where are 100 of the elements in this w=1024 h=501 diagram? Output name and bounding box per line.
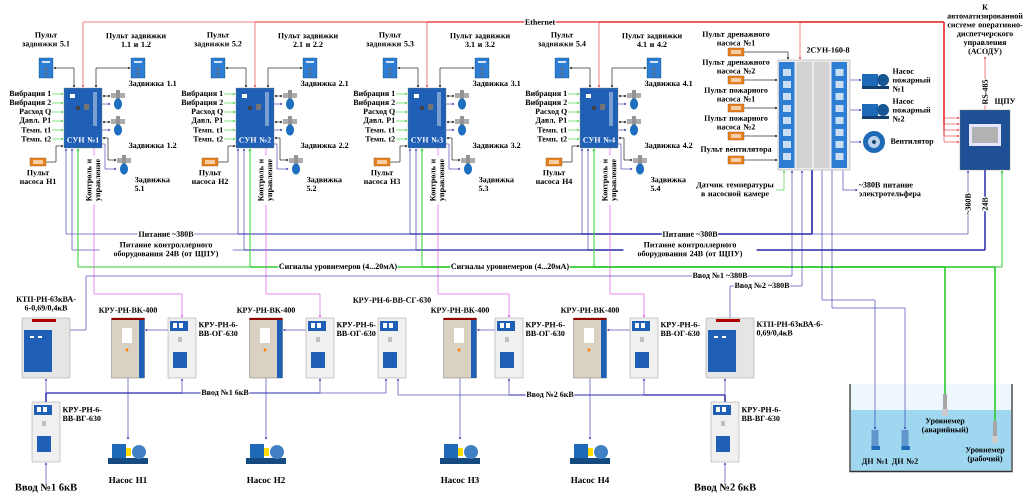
arrow: [266, 66, 303, 88]
device-label: Задвижка 3.2: [472, 142, 521, 150]
arrow: [617, 143, 633, 171]
device-label: ДН №2: [891, 458, 918, 466]
device-label: СУН №4: [583, 137, 616, 143]
signal-label: Темп. t1: [365, 127, 395, 133]
device-label: Насос пожарный №1: [892, 68, 931, 92]
arrow: [610, 66, 647, 88]
device-label: Уровнемер (аварийный): [921, 418, 969, 434]
device-label: СУН №3: [411, 137, 443, 143]
arrow: [607, 328, 631, 332]
arrow: [274, 120, 283, 124]
device-label: КРУ-РН-6-ВВ-ОГ-630: [660, 321, 700, 337]
arrow: [798, 21, 960, 144]
signal-label: Расход Q: [535, 108, 567, 116]
device-label: Задвижка 5.1: [134, 176, 170, 192]
arrow: [273, 143, 289, 171]
device-label: Задвижка 2.2: [300, 142, 349, 150]
arrow: [395, 92, 408, 96]
arrow: [273, 128, 283, 132]
arrow: [51, 101, 64, 105]
arrow: [223, 101, 236, 105]
device-label: Пульт задвижки 5.1: [22, 32, 70, 48]
arrow: [994, 170, 1004, 422]
device-label: Задвижка 5.3: [478, 176, 514, 192]
device-label: КРУ-РН-6-ВВ-ВГ-630: [62, 406, 102, 422]
edge-label: Сигналы уровнемеров (4...20мА): [278, 262, 398, 272]
edge-label: ~380В: [964, 192, 972, 216]
arrow: [743, 158, 778, 162]
arrow: [849, 78, 862, 82]
device-label: КРУ-РН-6-ВВ-ОГ-630: [198, 321, 238, 337]
arrow: [225, 66, 248, 88]
arrow: [217, 144, 236, 163]
signal-label: Расход Q: [19, 108, 51, 116]
device-label: КТП-РН-63кВА-6-0,69/0,4кВ: [756, 321, 823, 337]
arrow: [477, 328, 496, 332]
arrow: [69, 170, 794, 331]
arrow: [617, 128, 627, 132]
arrow: [743, 134, 778, 138]
arrow: [274, 94, 283, 98]
arrow: [618, 136, 633, 162]
device-label: Задвижка 5.2: [306, 176, 342, 192]
device-label: ДН №1: [861, 458, 888, 466]
edge-label: Питание контроллерного оборудования 24В (от ЩПУ): [623, 241, 757, 259]
arrow: [145, 328, 169, 332]
arrow: [51, 92, 64, 96]
device-label: Насос Н1: [108, 477, 147, 484]
arrow: [567, 92, 580, 96]
arrow: [395, 128, 408, 132]
edge-label: Ввод №2 6кВ: [525, 391, 575, 399]
signal-label: Давл. Р1: [535, 117, 567, 125]
arrow: [842, 169, 858, 192]
signal-label: Давл. Р1: [191, 117, 223, 125]
arrow: [223, 110, 236, 114]
edge-label: Контроль и управление: [257, 155, 275, 205]
arrow: [617, 102, 627, 106]
arrow: [821, 169, 877, 430]
device-label: Пульт вентилятора: [700, 146, 772, 154]
arrow: [223, 128, 236, 132]
arrow: [425, 21, 960, 132]
arrow: [223, 92, 236, 96]
arrow: [445, 143, 461, 171]
arrow: [395, 137, 408, 141]
arrow: [45, 144, 64, 163]
device-label: Пульт пожарного насоса №2: [704, 115, 768, 130]
device-label: СУН №1: [67, 137, 99, 143]
device-label: Пульт задвижки 2.1 и 2.2: [278, 32, 338, 48]
device-label: Задвижка 2.1: [300, 80, 349, 88]
arrow: [743, 78, 778, 82]
device-label: Пульт дренажного насоса №2: [702, 59, 770, 74]
arrow: [567, 101, 580, 105]
device-label: Пульт задвижки 5.4: [538, 32, 586, 48]
device-label: Пульт задвижки 5.2: [194, 32, 242, 48]
signal-label: Вибрация 1: [525, 90, 567, 98]
device-label: Пульт насоса Н3: [363, 169, 401, 185]
edge-label: Контроль и управление: [601, 155, 619, 205]
arrow: [743, 51, 790, 60]
edge-label: RS-485: [981, 78, 989, 106]
edge-label: Ввод №1 ~380В: [691, 272, 749, 280]
arrow: [567, 119, 580, 123]
arrow: [101, 143, 117, 171]
device-label: Пульт задвижки 1.1 и 1.2: [106, 32, 166, 48]
edge-label: Ввод №1 6кВ: [200, 389, 250, 397]
signal-label: Темп. t2: [365, 136, 395, 142]
device-label: КРУ-РН-6-ВВ-ОГ-630: [336, 321, 376, 337]
arrow: [723, 462, 727, 484]
signal-label: Темп. t2: [537, 136, 567, 142]
arrow: [51, 110, 64, 114]
arrow: [101, 102, 111, 106]
arrow: [743, 106, 778, 110]
device-label: Пульт насоса Н1: [19, 169, 56, 185]
signal-label: Темп. t1: [193, 127, 223, 133]
signal-label: Вибрация 1: [9, 90, 51, 98]
device-label: Насос Н2: [246, 477, 285, 484]
arrow: [446, 94, 455, 98]
signal-label: Темп. t2: [193, 136, 223, 142]
edge-label: Ethernet: [524, 18, 556, 26]
edge-label: Ввод №2 ~380В: [733, 282, 791, 290]
arrow: [51, 119, 64, 123]
signal-label: Расход Q: [363, 108, 395, 116]
